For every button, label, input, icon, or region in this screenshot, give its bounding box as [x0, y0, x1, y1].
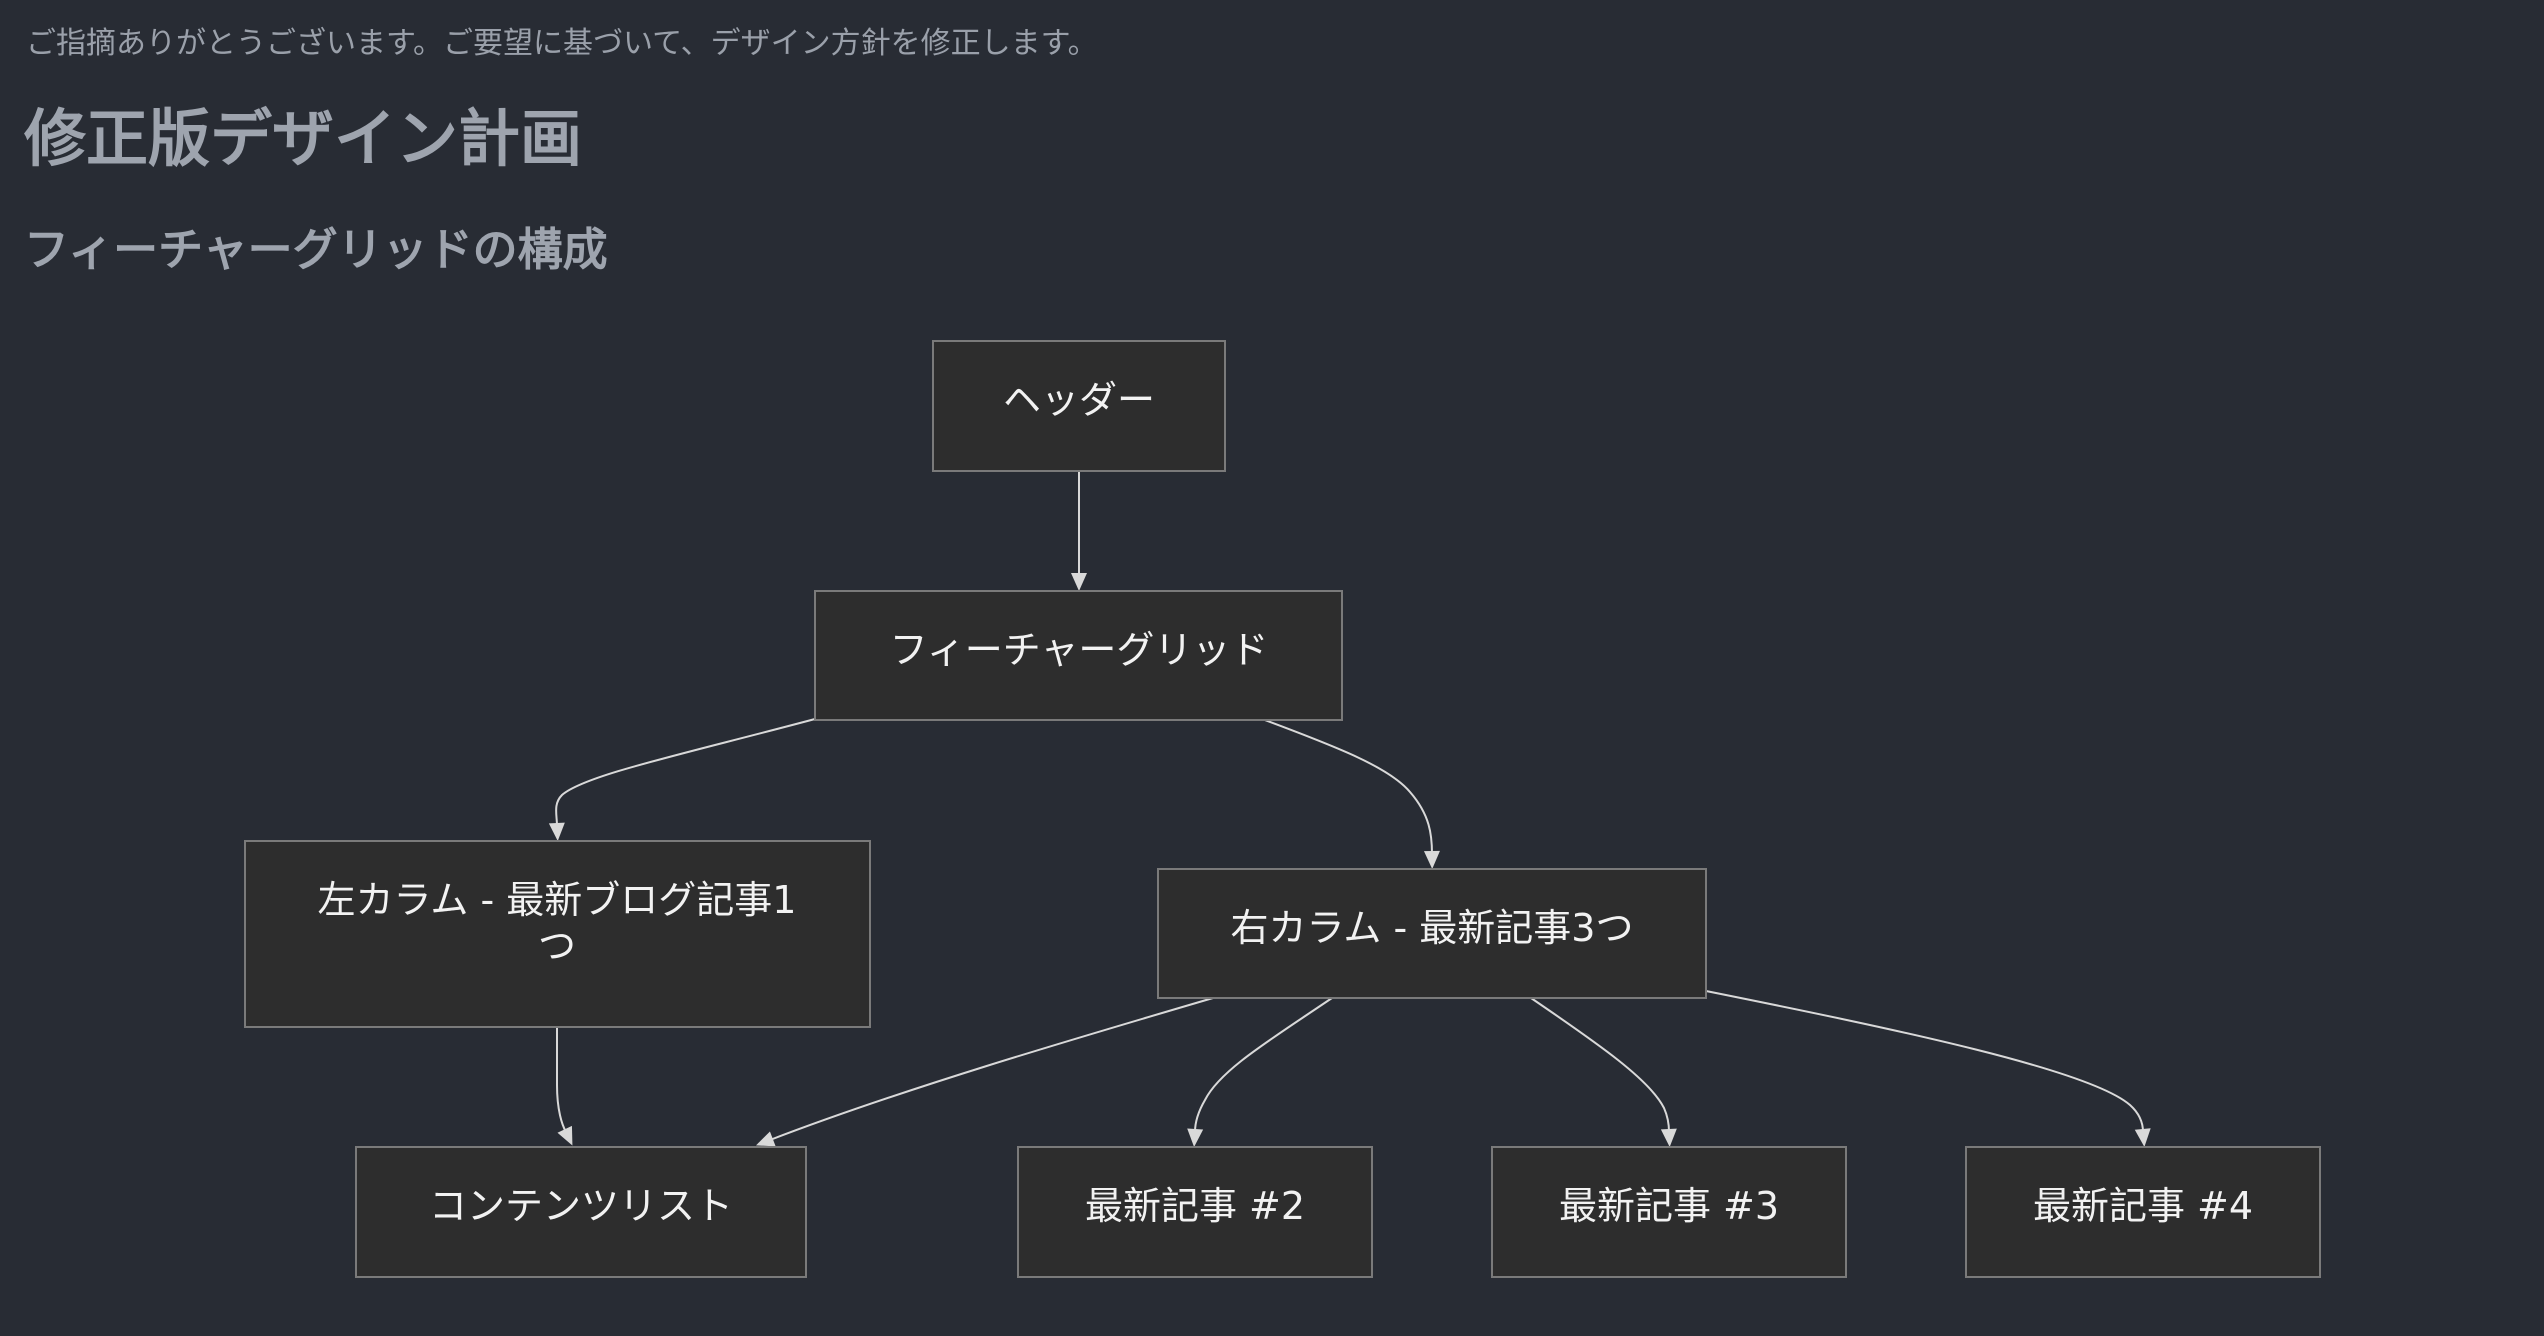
edge-feature-grid-to-left-column	[555, 718, 816, 827]
node-latest-2-label: 最新記事 #2	[1085, 1184, 1305, 1228]
node-left-column: 左カラム - 最新ブログ記事1 つ	[244, 840, 871, 1028]
arrowhead-left-column	[548, 822, 565, 841]
node-feature-grid: フィーチャーグリッド	[814, 590, 1343, 721]
edge-feature-grid-to-right-column	[1261, 718, 1433, 855]
arrowhead-right-column	[1423, 850, 1440, 869]
arrowhead-latest-4	[2134, 1128, 2151, 1147]
node-right-column-label: 右カラム - 最新記事3つ	[1231, 906, 1634, 950]
node-latest-4-label: 最新記事 #4	[2033, 1184, 2253, 1228]
node-left-column-label-line2: つ	[538, 924, 576, 968]
node-latest-3: 最新記事 #3	[1491, 1146, 1847, 1278]
node-feature-grid-label: フィーチャーグリッド	[890, 628, 1269, 672]
node-header-label: ヘッダー	[1003, 378, 1155, 422]
edge-left-column-to-content-list	[556, 1027, 567, 1133]
arrowhead-latest-2	[1187, 1128, 1204, 1147]
edges-layer	[548, 471, 2151, 1147]
arrowhead-content-list	[557, 1125, 573, 1146]
node-left-column-label-line1: 左カラム - 最新ブログ記事1	[318, 878, 797, 922]
node-latest-3-label: 最新記事 #3	[1559, 1184, 1779, 1228]
intro-text: ご指摘ありがとうございます。ご要望に基づいて、デザイン方針を修正します。	[26, 26, 1098, 61]
arrowhead-content-list	[755, 1131, 776, 1147]
section-heading: フィーチャーグリッドの構成	[24, 223, 608, 276]
edge-right-column-to-latest-4	[1705, 990, 2144, 1133]
node-right-column: 右カラム - 最新記事3つ	[1157, 868, 1707, 999]
node-latest-2: 最新記事 #2	[1017, 1146, 1373, 1278]
edge-right-column-to-latest-3	[1530, 997, 1670, 1133]
page-title: 修正版デザイン計画	[24, 102, 583, 175]
node-header: ヘッダー	[932, 340, 1226, 472]
arrowhead-latest-3	[1660, 1128, 1677, 1147]
node-latest-4: 最新記事 #4	[1965, 1146, 2321, 1278]
arrowhead-feature-grid	[1071, 573, 1087, 591]
edge-right-column-to-content-list	[769, 997, 1214, 1141]
edge-right-column-to-latest-2	[1194, 997, 1333, 1133]
node-content-list: コンテンツリスト	[355, 1146, 807, 1278]
node-content-list-label: コンテンツリスト	[429, 1184, 733, 1228]
